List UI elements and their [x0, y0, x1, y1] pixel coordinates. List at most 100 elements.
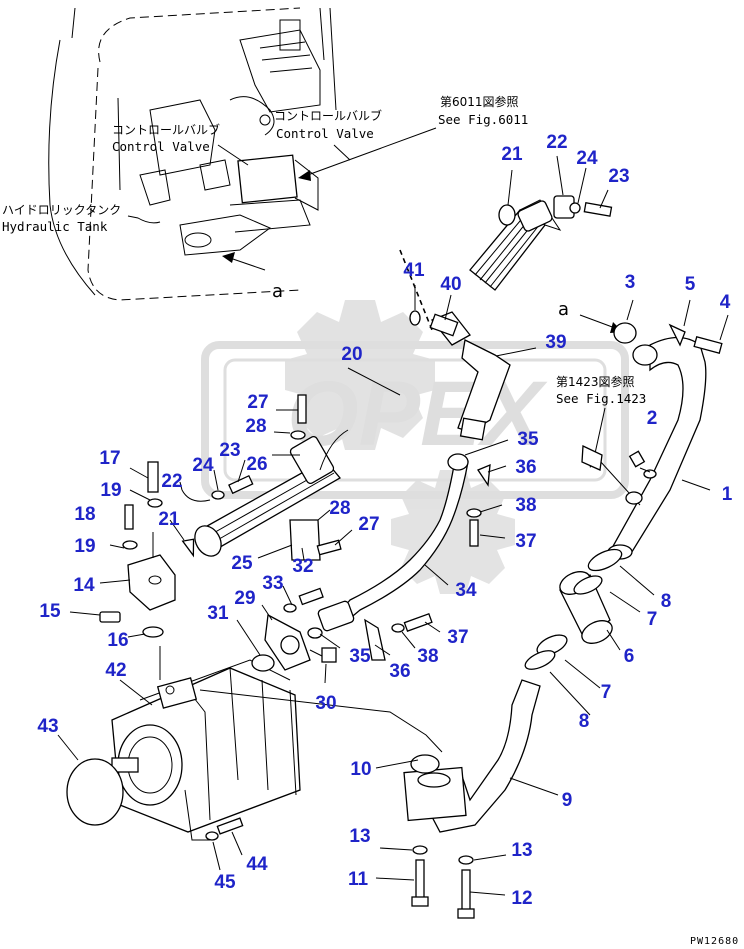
control-valve-label-2: コントロールバルブ Control Valve — [274, 108, 382, 141]
hydraulic-tank — [48, 7, 337, 301]
svg-text:Hydraulic Tank: Hydraulic Tank — [2, 219, 108, 234]
callout-29: 29 — [234, 588, 255, 609]
callout-38b: 38 — [417, 646, 438, 667]
svg-text:コントロールバルブ: コントロールバルブ — [274, 108, 382, 123]
callout-20: 20 — [341, 344, 362, 365]
callout-13a: 13 — [349, 826, 370, 847]
callout-37b: 37 — [447, 627, 468, 648]
callout-43: 43 — [37, 716, 58, 737]
watermark-frame-inner — [223, 358, 607, 482]
flange-29 — [251, 613, 331, 672]
callout-5: 5 — [685, 274, 696, 295]
hydraulic-tank-label: ハイドロリックタンク Hydraulic Tank — [2, 203, 121, 234]
see-fig-1423-label: 第1423図参照 See Fig.1423 — [556, 374, 646, 406]
callout-24a: 24 — [576, 148, 598, 169]
view-a-marker-2: a — [558, 299, 623, 333]
callout-28a: 28 — [245, 416, 266, 437]
hose-34 — [317, 453, 469, 632]
callout-35a: 35 — [517, 429, 539, 450]
hydraulic-pump-42 — [111, 659, 443, 841]
callout-6: 6 — [624, 646, 635, 667]
callout-1: 1 — [722, 484, 733, 505]
callout-7a: 7 — [647, 609, 658, 630]
callout-41: 41 — [403, 260, 425, 281]
callout-32: 32 — [292, 556, 313, 577]
callout-numbers: 1 2 3 4 5 6 7 7 8 8 9 10 11 12 13 13 14 … — [37, 132, 732, 909]
clamps-7-8 — [524, 548, 623, 670]
watermark: OPEX — [201, 300, 629, 594]
control-valve-label-1: コントロールバルブ Control Valve — [112, 122, 220, 154]
callout-8b: 8 — [579, 711, 590, 732]
callout-38a: 38 — [515, 495, 536, 516]
callout-27b: 27 — [358, 514, 379, 535]
callout-23a: 23 — [608, 166, 629, 187]
callout-21a: 21 — [501, 144, 523, 165]
callout-45: 45 — [214, 872, 236, 893]
callout-30: 30 — [315, 693, 336, 714]
svg-text:See Fig.1423: See Fig.1423 — [556, 391, 646, 406]
callout-leaders — [57, 155, 729, 896]
hardware — [99, 195, 723, 919]
callout-34: 34 — [455, 580, 477, 601]
callout-13b: 13 — [511, 840, 532, 861]
callout-17: 17 — [99, 448, 120, 469]
callout-15: 15 — [39, 601, 61, 622]
hose-6 — [559, 571, 613, 644]
svg-text:a: a — [558, 299, 569, 320]
callout-36b: 36 — [389, 661, 410, 682]
callout-26: 26 — [246, 454, 267, 475]
callout-33: 33 — [262, 573, 283, 594]
svg-text:第1423図参照: 第1423図参照 — [556, 374, 635, 389]
callout-14: 14 — [73, 575, 95, 596]
callout-31: 31 — [207, 603, 229, 624]
callout-27a: 27 — [247, 392, 268, 413]
svg-text:a: a — [272, 281, 283, 302]
callout-19a: 19 — [100, 480, 121, 501]
svg-text:ハイドロリックタンク: ハイドロリックタンク — [2, 203, 121, 217]
view-a-marker-1: a — [222, 252, 283, 302]
callout-12: 12 — [511, 888, 532, 909]
callout-10: 10 — [350, 759, 371, 780]
callout-23b: 23 — [219, 440, 240, 461]
callout-37a: 37 — [515, 531, 536, 552]
block-14 — [127, 532, 176, 611]
watermark-frame — [201, 341, 629, 499]
callout-11: 11 — [348, 869, 369, 890]
callout-16: 16 — [107, 630, 128, 651]
see-fig-6011-label: 第6011図参照 See Fig.6011 — [438, 94, 528, 127]
callout-44: 44 — [246, 854, 268, 875]
callout-42: 42 — [105, 660, 126, 681]
hose-25 — [181, 429, 349, 561]
watermark-text: OPEX — [287, 363, 547, 465]
hose-20 — [399, 199, 562, 331]
callout-24b: 24 — [192, 455, 214, 476]
callout-7b: 7 — [601, 682, 612, 703]
control-valve — [117, 19, 321, 256]
callout-21b: 21 — [158, 509, 180, 530]
callout-39: 39 — [545, 332, 566, 353]
callout-2: 2 — [647, 408, 658, 429]
drawing-code: PW12680 — [690, 936, 739, 947]
svg-text:コントロールバルブ: コントロールバルブ — [112, 122, 220, 137]
callout-28b: 28 — [329, 498, 350, 519]
pipe-assembly-right — [581, 336, 707, 560]
callout-9: 9 — [562, 790, 573, 811]
callout-4: 4 — [720, 292, 731, 313]
callout-19b: 19 — [74, 536, 95, 557]
callout-36a: 36 — [515, 457, 536, 478]
svg-text:Control Valve: Control Valve — [276, 126, 374, 141]
svg-text:See Fig.6011: See Fig.6011 — [438, 112, 528, 127]
callout-22b: 22 — [161, 471, 182, 492]
svg-text:Control Valve: Control Valve — [112, 139, 210, 154]
callout-22a: 22 — [546, 132, 567, 153]
o-ring-43 — [66, 758, 124, 826]
callout-25: 25 — [231, 553, 253, 574]
callout-8a: 8 — [661, 591, 672, 612]
svg-text:第6011図参照: 第6011図参照 — [440, 94, 519, 109]
callout-40: 40 — [440, 274, 461, 295]
callout-35b: 35 — [349, 646, 371, 667]
callout-3: 3 — [625, 272, 636, 293]
suction-elbow-9 — [403, 679, 541, 833]
watermark-gear — [285, 300, 435, 450]
